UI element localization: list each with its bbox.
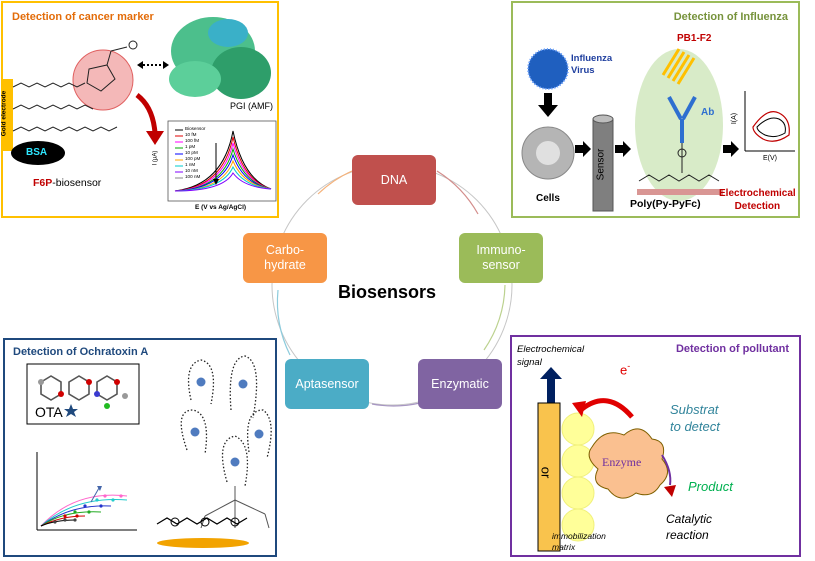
virus-line2: Virus [571,65,595,76]
legend-entry: Biosensor [185,126,206,131]
panel-ochratoxin-title: Detection of Ochratoxin A [13,346,149,358]
panel-pollutant-title: Detection of pollutant [675,343,789,355]
legend-entry: 100 fM [185,138,200,143]
legend-entry: 100 nM [185,174,201,179]
plot-ylabel: I (µA) [152,150,159,166]
panel-ochratoxin: Detection of Ochratoxin A [3,338,277,557]
ab-label: Ab [701,107,715,118]
panel-cancer-marker: Detection of cancer marker [0,1,279,218]
node-carbohydrate-line2: hydrate [264,258,306,272]
matrix-label: immobilization matrix [552,531,606,553]
or-label: or [538,466,554,479]
poly-label: Poly(Py-PyFc) [630,198,701,210]
enzyme-label: Enzyme [602,455,642,469]
node-dna-label: DNA [380,172,408,187]
matrix-line1: immobilization [552,531,606,541]
detection-line1: Electrochemical [719,188,796,199]
substrat-label: Substrat to detect [670,401,720,435]
ochratoxin-illustration [26,355,272,548]
bsa-label: BSA [26,147,48,158]
legend-entry: 1 nM [185,162,196,167]
node-immunosensor[interactable]: Immuno- sensor [459,233,543,283]
cv-ylabel: I(A) [731,112,739,125]
cv-xlabel: E(V) [763,155,777,162]
node-enzymatic-label: Enzymatic [431,376,489,391]
electron-label: e- [620,361,630,377]
panel-pollutant: Detection of pollutant Electrochemical s… [510,335,801,557]
signal-label: Electrochemical signal [517,343,584,369]
sensor-label: Sensor [595,148,607,181]
node-immunosensor-line2: sensor [482,258,520,272]
f6p-biosensor-label: F6P-biosensor [33,177,101,189]
legend-entry: 10 fM [185,132,197,137]
cells-label: Cells [536,193,560,204]
product-label: Product [688,479,733,494]
legend-entry: 100 pM [185,156,201,161]
node-carbohydrate-line1: Carbo- [265,243,305,257]
node-dna[interactable]: DNA [352,155,436,205]
matrix-line2: matrix [552,542,576,552]
catalytic-line2: reaction [666,528,709,542]
node-carbohydrate[interactable]: Carbo- hydrate [243,233,327,283]
pollutant-illustration [537,367,676,552]
gold-electrode-label: Gold electrode [0,90,8,137]
panel-influenza-title: Detection of Influenza [673,11,788,23]
pb1-label: PB1-F2 [677,33,712,44]
node-immunosensor-line1: Immuno- [476,243,526,257]
virus-line1: Influenza [571,53,613,64]
node-enzymatic[interactable]: Enzymatic [418,359,502,409]
detection-label: Electrochemical Detection [719,187,796,213]
node-aptasensor[interactable]: Aptasensor [285,359,369,409]
node-aptasensor-label: Aptasensor [295,376,359,391]
plot-legend: Biosensor 10 fM 100 fM 1 pM 10 pM 100 pM… [185,126,205,180]
substrat-line2: to detect [670,419,720,434]
panel-influenza: Detection of Influenza [511,1,800,218]
signal-line1: Electrochemical [517,344,585,355]
panel-cancer-title: Detection of cancer marker [12,11,154,23]
influenza-illustration [521,48,795,212]
virus-label: Influenza Virus [571,53,612,77]
legend-entry: 10 nM [185,168,198,173]
plot-xlabel: E (V vs Ag/AgCl) [195,204,247,211]
substrat-line1: Substrat [670,402,719,417]
f6p-label: F6P [33,177,53,189]
catalytic-label: Catalytic reaction [666,511,712,543]
electron-symbol: e [620,362,628,378]
pgi-label: PGI (AMF) [230,101,273,111]
biosensor-suffix: -biosensor [52,177,102,189]
legend-entry: 1 pM [185,144,196,149]
cancer-illustration [3,17,277,202]
ota-label: OTA [35,404,63,420]
electron-charge: - [627,361,631,371]
detection-line2: Detection [734,201,781,212]
signal-line2: signal [517,357,542,368]
center-title: Biosensors [338,282,437,302]
catalytic-line1: Catalytic [666,512,713,526]
legend-entry: 10 pM [185,150,198,155]
